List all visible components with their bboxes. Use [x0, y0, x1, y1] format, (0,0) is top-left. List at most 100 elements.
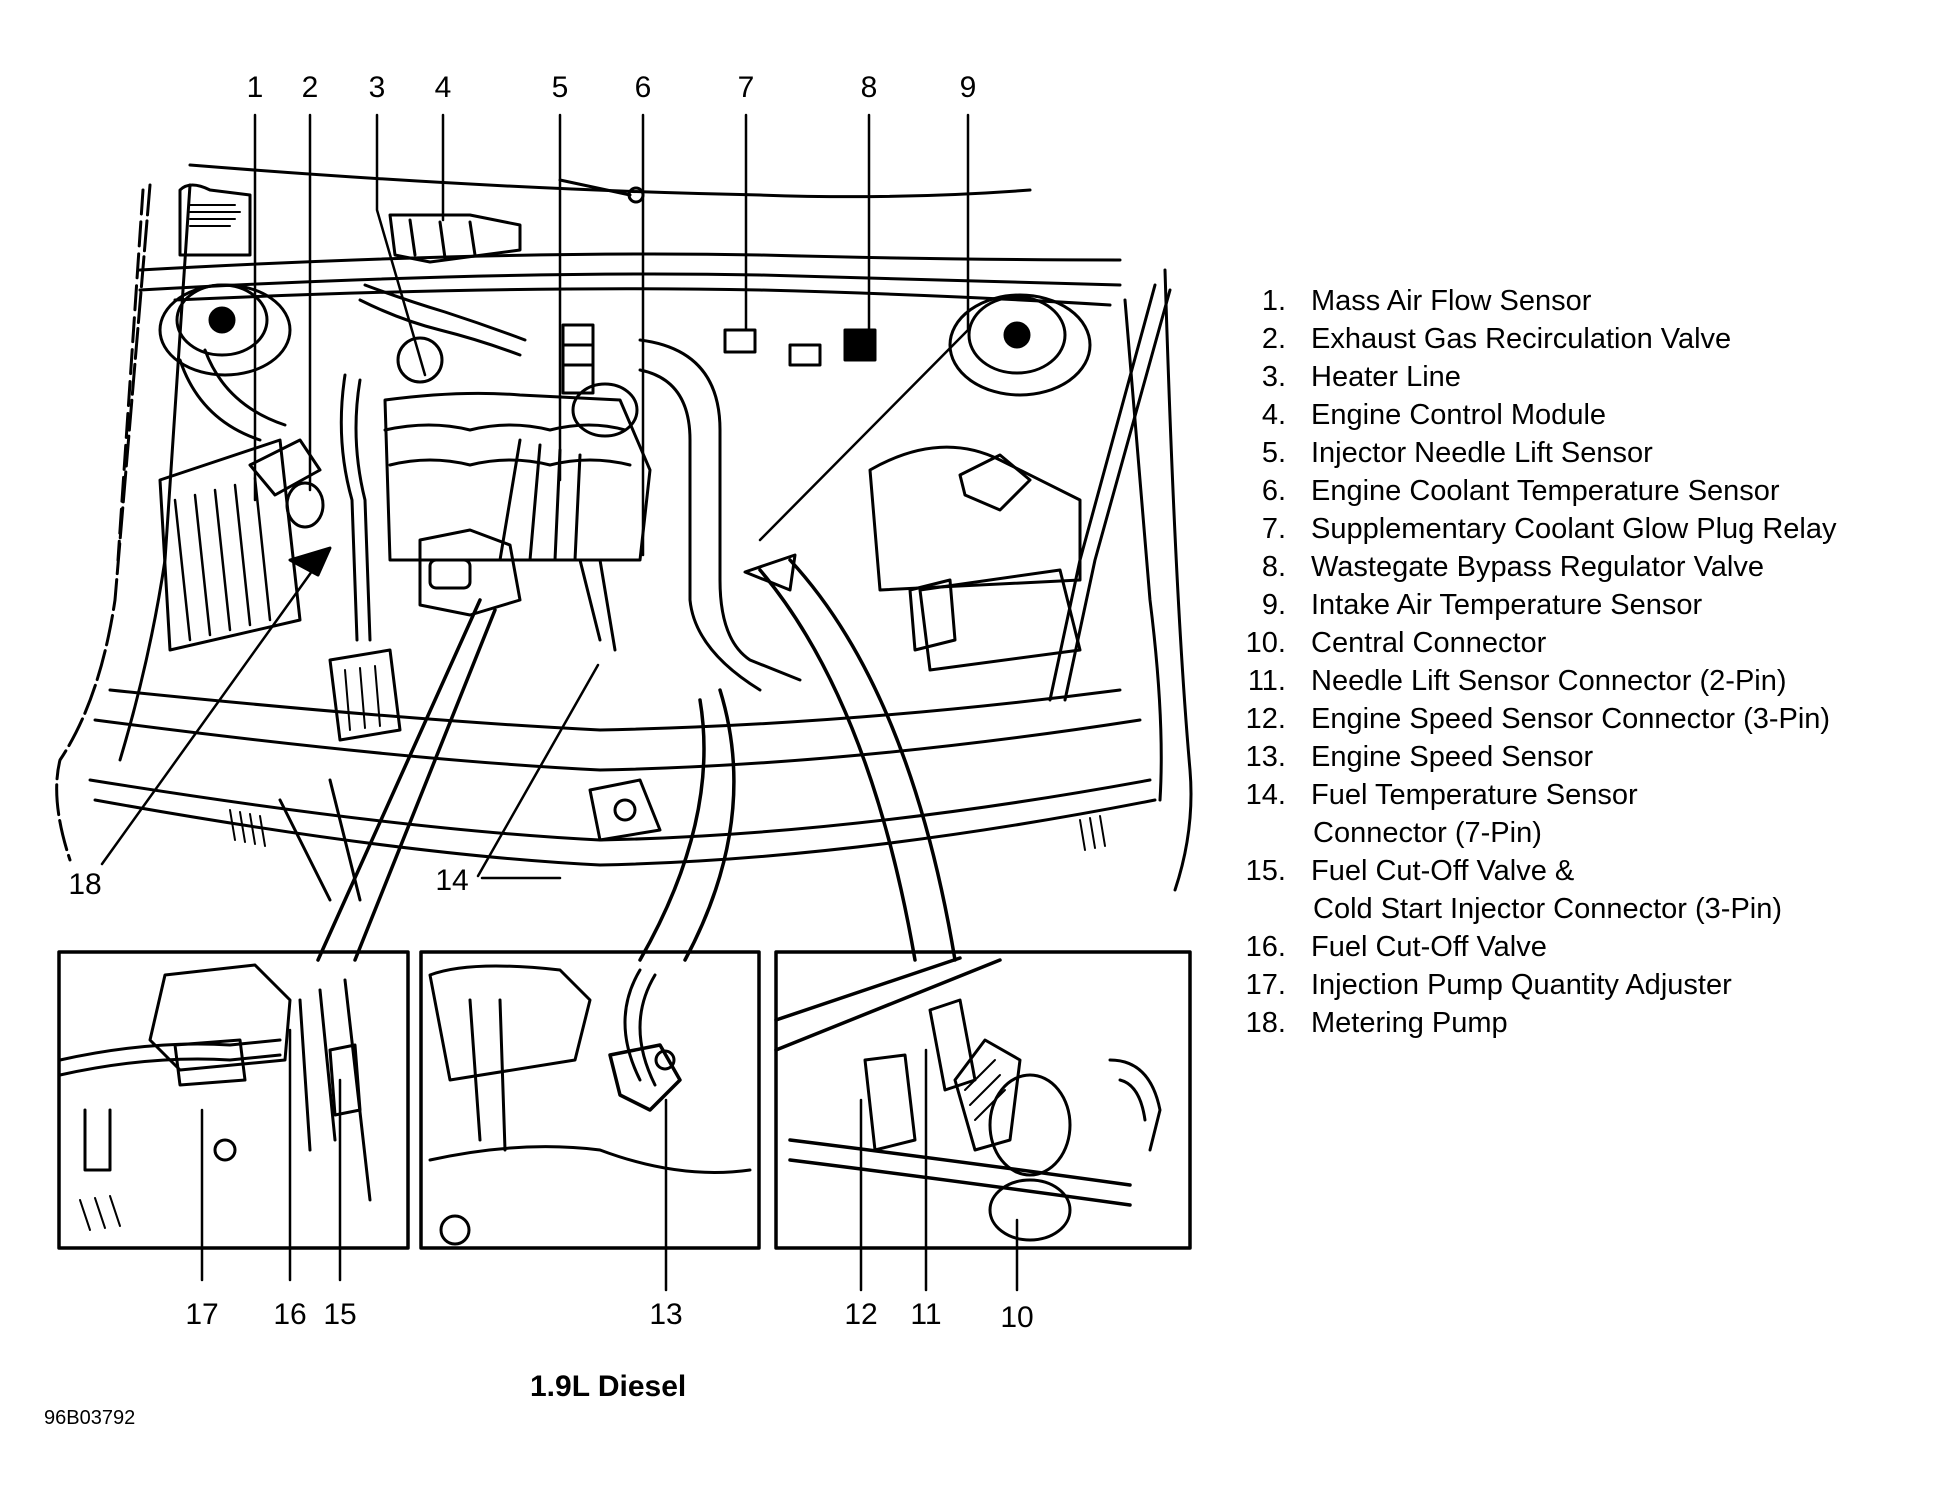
left-fender-inner: [118, 183, 192, 762]
legend-number: 10.: [1245, 627, 1286, 659]
legend-item: 10.Central Connector: [1236, 626, 1936, 664]
legend-label-continuation: Cold Start Injector Connector (3-Pin): [1313, 893, 1783, 925]
leader-9: [758, 113, 970, 542]
heater-hose-1: [354, 378, 372, 642]
legend-label: Engine Coolant Temperature Sensor: [1311, 475, 1780, 507]
legend-item: 4.Engine Control Module: [1236, 398, 1936, 436]
callout-4: 4: [434, 71, 452, 104]
left-strut-nut: [208, 306, 236, 334]
label-plate: [178, 183, 252, 257]
valve-cover-ridge-2: [388, 458, 632, 467]
legend-item: 7. Supplementary Coolant Glow Plug Relay: [1236, 512, 1936, 550]
wiper-tube: [558, 178, 632, 197]
legend-number: 7.: [1261, 513, 1286, 545]
legend-label: Supplementary Coolant Glow Plug Relay: [1311, 513, 1837, 545]
inset-3-coil: [953, 1038, 1022, 1152]
intake-pipe-2: [578, 558, 617, 652]
callout-18: 18: [68, 868, 102, 901]
inset-3-belt: [788, 1138, 1132, 1207]
legend-number: 18.: [1245, 1007, 1286, 1039]
inset-panel-1: [57, 950, 410, 1282]
inset-panel-2-frame: [419, 950, 761, 1250]
legend-number: 17.: [1245, 969, 1286, 1001]
legend-label: Injector Needle Lift Sensor: [1311, 437, 1653, 469]
inset-2-sensor-bolt: [654, 1049, 676, 1071]
legend-number: 6.: [1261, 475, 1286, 507]
inset-1-fuel-line: [58, 1038, 282, 1077]
inset-3-connector-2: [928, 998, 977, 1092]
valve-cover: [383, 391, 652, 562]
callout-2: 2: [301, 71, 319, 104]
inset-panel-1-frame: [57, 950, 410, 1250]
front-bumper-2: [93, 798, 1157, 867]
intake-duct-left: [178, 348, 287, 442]
callout-10: 10: [1000, 1301, 1034, 1334]
heater-hose-2: [339, 373, 359, 642]
reservoir-cap: [958, 453, 1032, 512]
legend-item-continuation: Cold Start Injector Connector (3-Pin): [1236, 892, 1936, 930]
callout-14: 14: [435, 864, 469, 897]
top-leader-lines: [100, 113, 970, 880]
right-fender-outline: [1163, 268, 1193, 892]
legend-item: 1.Mass Air Flow Sensor: [1236, 284, 1936, 322]
callout-6: 6: [634, 71, 652, 104]
pump-plate: [428, 558, 472, 590]
legend-label: Exhaust Gas Recirculation Valve: [1311, 323, 1732, 355]
callout-16: 16: [273, 1298, 307, 1331]
legend-label: Fuel Cut-Off Valve: [1311, 931, 1547, 963]
legend-number: 5.: [1261, 437, 1286, 469]
grille-hatch-right: [1079, 815, 1106, 851]
legend-label: Mass Air Flow Sensor: [1311, 285, 1592, 317]
inset-panel-2: [419, 950, 761, 1292]
legend-label: Needle Lift Sensor Connector (2-Pin): [1311, 665, 1787, 697]
legend-item-continuation: Connector (7-Pin): [1236, 816, 1936, 854]
left-strut-tower-inner: [175, 283, 269, 357]
air-filter-housing: [158, 438, 302, 652]
injection-pump: [418, 528, 522, 617]
grille-hatch-left: [229, 809, 266, 847]
legend-item: 8.Wastegate Bypass Regulator Valve: [1236, 550, 1936, 588]
right-strut-bar-2: [1063, 288, 1172, 702]
coolant-reservoir: [868, 445, 1082, 592]
intake-pipe-inner: [638, 368, 762, 692]
inset-1-springs: [79, 1195, 121, 1231]
ecm-detail: [408, 218, 477, 260]
maf-sensor: [248, 438, 322, 497]
callout-17: 17: [185, 1298, 219, 1331]
legend-number: 2.: [1261, 323, 1286, 355]
inset-3-connector: [863, 1053, 917, 1152]
callout-15: 15: [323, 1298, 357, 1331]
inset-pointer-1a: [316, 598, 482, 962]
legend-item: 6. Engine Coolant Temperature Sensor: [1236, 474, 1936, 512]
legend-label: Metering Pump: [1311, 1007, 1508, 1039]
right-strut-tower-inner: [967, 295, 1067, 375]
inset-3-duct: [1108, 1058, 1162, 1152]
injector-lines: [498, 438, 582, 562]
legend-number: 11.: [1247, 665, 1286, 697]
legend-item: 18. Metering Pump: [1236, 1006, 1936, 1044]
right-strut-tower-outer: [948, 293, 1092, 397]
legend-label: Wastegate Bypass Regulator Valve: [1311, 551, 1764, 583]
right-strut-nut: [1003, 321, 1031, 349]
inset-pointer-2b: [683, 688, 736, 962]
legend-number: 16.: [1245, 931, 1286, 963]
legend-item: 9.Intake Air Temperature Sensor: [1236, 588, 1936, 626]
callout-9: 9: [959, 71, 977, 104]
legend-label: Intake Air Temperature Sensor: [1311, 589, 1703, 621]
legend-item: 14.Fuel Temperature Sensor: [1236, 778, 1936, 816]
legend-label: Heater Line: [1311, 361, 1461, 393]
legend-item: 2. Exhaust Gas Recirculation Valve: [1236, 322, 1936, 360]
legend-number: 12.: [1245, 703, 1286, 735]
air-filter-hatch: [173, 476, 272, 642]
legend-item: 3.Heater Line: [1236, 360, 1936, 398]
left-fender-inner-2: [116, 188, 145, 562]
inset-1-pump-body: [148, 963, 292, 1072]
legend-item: 17.Injection Pump Quantity Adjuster: [1236, 968, 1936, 1006]
legend-item: 16. Fuel Cut-Off Valve: [1236, 930, 1936, 968]
inset-2-sensor: [608, 1043, 682, 1112]
inset-1-pipe: [83, 1108, 112, 1172]
cowl-top: [188, 163, 1032, 199]
legend-label-continuation: Connector (7-Pin): [1313, 817, 1542, 849]
cowl-strip: [173, 287, 1112, 307]
